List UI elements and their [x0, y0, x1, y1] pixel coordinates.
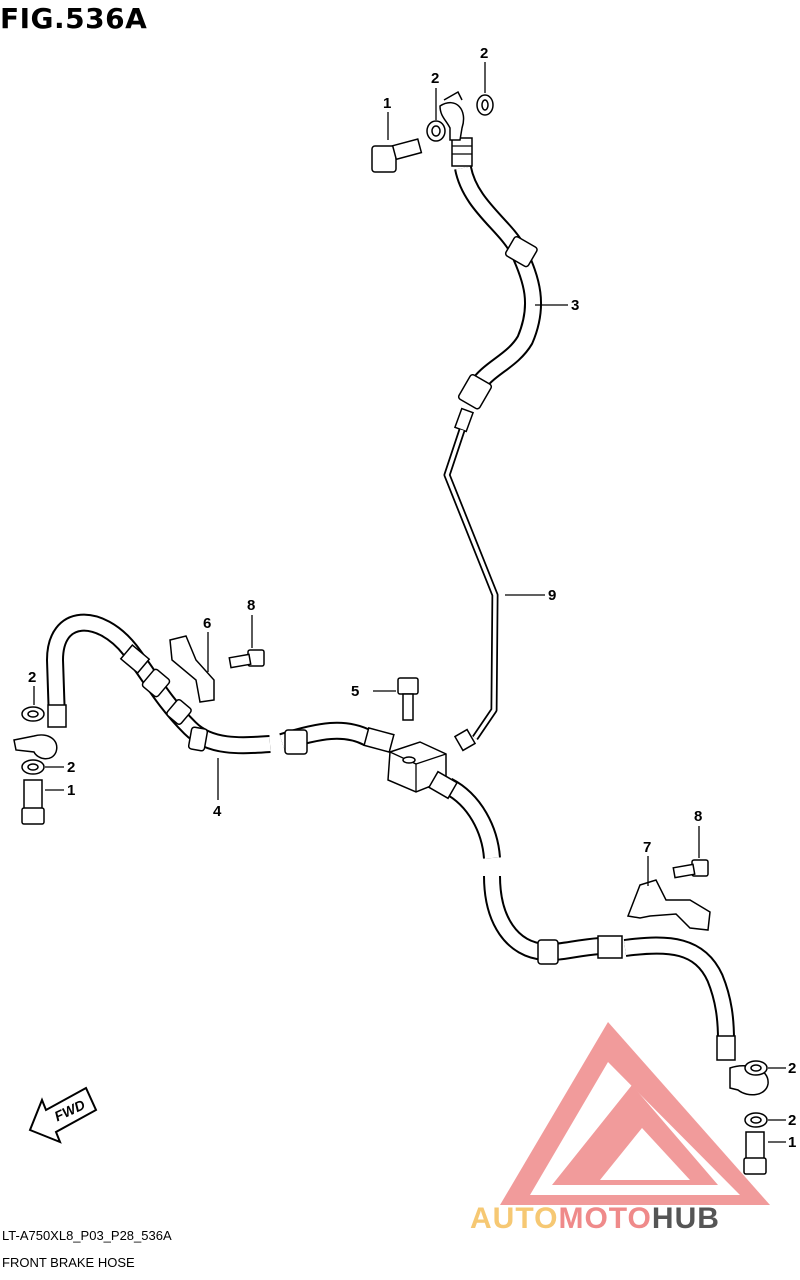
callout-2-right-upper: 2: [788, 1060, 796, 1077]
washer-right-upper: [744, 1060, 768, 1076]
washer-left-upper: [21, 706, 45, 722]
leader-lines: [33, 62, 786, 1143]
callout-2-left-upper: 2: [28, 669, 36, 686]
hose-clamp-ring: [504, 235, 538, 268]
right-hose-caliper-fitting: [716, 1035, 736, 1061]
brake-pipe-part-9: [443, 428, 499, 752]
washer-right-lower: [744, 1112, 768, 1128]
bolt-part-5: [397, 677, 419, 721]
figure-code: LT-A750XL8_P03_P28_536A: [2, 1228, 172, 1243]
hose-upper-part-3: [439, 90, 543, 433]
fwd-arrow-icon: FWD: [28, 1086, 98, 1144]
left-hose-grommet-c: [187, 726, 209, 752]
callout-7: 7: [643, 839, 651, 856]
callout-1-right: 1: [788, 1134, 796, 1151]
callout-6: 6: [203, 615, 211, 632]
callout-2-right-lower: 2: [788, 1112, 796, 1129]
hose-left-part-4: [13, 613, 395, 760]
callout-3: 3: [571, 297, 579, 314]
clamp-part-6: [169, 635, 215, 703]
callout-2-top-right: 2: [480, 45, 488, 62]
callout-8-right: 8: [694, 808, 702, 825]
figure-title: FIG.536A: [0, 2, 148, 35]
upper-hose-fitting: [451, 137, 473, 167]
washer-top-right: [476, 94, 494, 116]
right-hose-grommet-a: [537, 939, 559, 965]
pipe-flare-nut-upper: [453, 407, 475, 433]
pipe-flare-nut-lower: [453, 728, 477, 752]
bolt-part-8-right: [672, 859, 709, 879]
bolt-part-8-left: [228, 649, 265, 669]
upper-banjo-fitting: [439, 101, 465, 141]
callout-4: 4: [213, 803, 222, 820]
callout-numbers: 1 2 2 3 8 6 2 2 1 5 9 4 8 7 2 2 1: [28, 45, 796, 1151]
washer-top-left: [426, 120, 446, 142]
watermark-logo: [500, 1022, 770, 1205]
right-hose-fitting-mid: [597, 935, 623, 959]
left-hose-grommet-d: [284, 729, 308, 755]
watermark-text-auto: AUTO: [470, 1202, 558, 1235]
union-bolt-left: [21, 779, 45, 825]
left-hose-junction-fitting: [363, 727, 395, 753]
watermark-text-moto: MOTO: [558, 1202, 651, 1235]
left-banjo-fitting: [13, 734, 58, 760]
watermark-text-hub: HUB: [652, 1202, 720, 1235]
callout-9: 9: [548, 587, 556, 604]
brake-hose-joint: [387, 741, 447, 793]
left-hose-grommet-a: [141, 668, 171, 698]
callout-1-left: 1: [67, 782, 75, 799]
hose-union-nut: [457, 373, 493, 410]
callout-2-left-lower: 2: [67, 759, 75, 776]
callout-2-top-left: 2: [431, 70, 439, 87]
right-hose-joint-fitting: [427, 770, 459, 800]
union-bolt-top: [371, 138, 423, 173]
union-bolt-right: [743, 1131, 767, 1175]
hose-right: [427, 770, 769, 1096]
left-hose-fitting-top: [119, 643, 151, 675]
left-hose-caliper-fitting: [47, 704, 67, 728]
washer-left-lower: [21, 759, 45, 775]
figure-caption: FRONT BRAKE HOSE: [2, 1255, 135, 1270]
callout-5: 5: [351, 683, 359, 700]
callout-1-top: 1: [383, 95, 391, 112]
clamp-part-7: [626, 879, 711, 931]
left-hose-grommet-b: [166, 699, 192, 725]
watermark-text: AUTOMOTOHUB: [470, 1202, 720, 1235]
callout-8-left: 8: [247, 597, 255, 614]
